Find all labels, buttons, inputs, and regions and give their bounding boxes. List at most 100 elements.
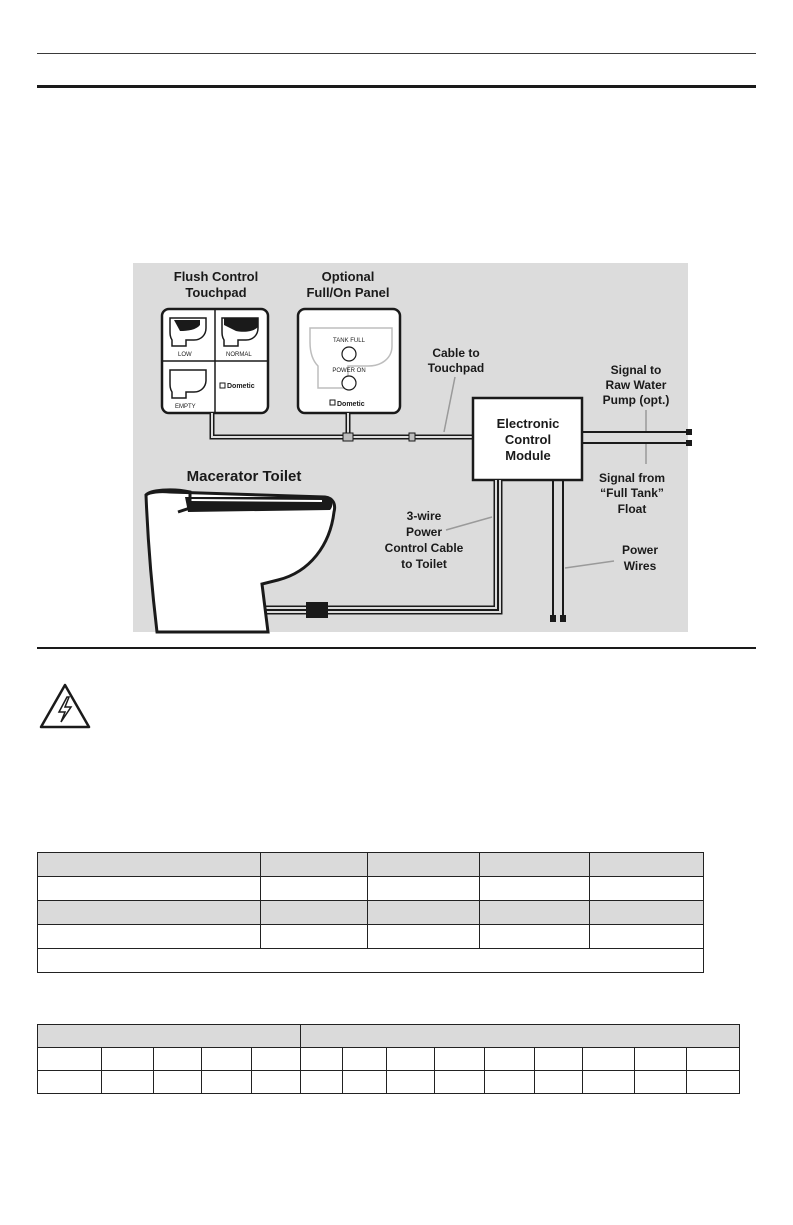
power-cable-label-3: Control Cable: [385, 541, 464, 555]
power-wires-label-1: Power: [622, 543, 658, 557]
section-rule: [37, 647, 756, 649]
table-cell: [37, 1070, 102, 1094]
power-cable-label-1: 3-wire: [407, 509, 442, 523]
table-cell: [582, 1070, 636, 1094]
table-cell: [479, 876, 591, 901]
full-on-panel: TANK FULL POWER ON Dometic: [296, 307, 402, 415]
table-cell: [259, 876, 369, 901]
table-cell: [341, 1070, 388, 1094]
table-cell: [589, 900, 704, 925]
table-cell: [37, 852, 261, 877]
table-cell: [582, 1047, 636, 1071]
table-cell: [685, 1047, 741, 1071]
table-cell: [367, 876, 481, 901]
table-cell: [634, 1047, 687, 1071]
table-cell: [200, 1047, 252, 1071]
table-cell: [100, 1047, 154, 1071]
cable-touchpad-leader: [443, 376, 456, 433]
touchpad-brand: Dometic: [227, 383, 255, 390]
module-label-2: Control: [505, 432, 551, 447]
power-on-indicator-icon: [341, 375, 357, 391]
module-label-3: Module: [505, 448, 551, 463]
table-cell: [37, 876, 261, 901]
power-cable-leader: [445, 516, 493, 531]
header-rule-thick: [37, 85, 756, 88]
table-cell: [434, 1047, 486, 1071]
signal-wires: [582, 429, 692, 446]
table-cell: [534, 1070, 584, 1094]
power-wires-label-2: Wires: [624, 559, 657, 573]
table-cell: [589, 852, 704, 877]
signal-float-label-3: Float: [618, 502, 647, 516]
power-wires: [550, 480, 566, 622]
table-cell: [479, 900, 591, 925]
table-cell: [685, 1070, 741, 1094]
table-cell: [479, 924, 591, 949]
touchpad-title-2: Touchpad: [185, 285, 246, 300]
table-cell: [299, 1070, 343, 1094]
table-cell: [37, 948, 704, 973]
module-label-1: Electronic: [497, 416, 560, 431]
touchpad-empty-label: EMPTY: [175, 404, 196, 410]
touchpad-cable: [209, 413, 473, 442]
panel-brand: Dometic: [337, 401, 365, 408]
table-cell: [259, 852, 369, 877]
table-row: [37, 948, 704, 973]
table-row: [37, 1047, 741, 1071]
spec-table-1: [37, 852, 704, 973]
table-cell: [367, 852, 481, 877]
table-cell: [299, 1047, 343, 1071]
cable-touchpad-label-1: Cable to: [432, 346, 479, 360]
table-cell: [386, 1047, 436, 1071]
signal-pump-label-2: Raw Water: [606, 378, 667, 392]
table-cell: [259, 900, 369, 925]
table-cell: [484, 1047, 536, 1071]
table-row: [37, 1070, 741, 1094]
table-cell: [367, 900, 481, 925]
power-cable-label-4: to Toilet: [401, 557, 447, 571]
cable-touchpad-label-2: Touchpad: [428, 361, 484, 375]
table-cell: [479, 852, 591, 877]
signal-pump-label-3: Pump (opt.): [603, 393, 670, 407]
table-cell: [152, 1070, 202, 1094]
toilet-title: Macerator Toilet: [187, 468, 302, 485]
table-cell: [534, 1047, 584, 1071]
toilet-empty-icon: [169, 369, 207, 399]
table-row: [37, 924, 704, 949]
table-cell: [37, 1047, 102, 1071]
panel-tank-full-label: TANK FULL: [333, 338, 366, 344]
table-row: [37, 852, 704, 877]
table-cell: [386, 1070, 436, 1094]
touchpad-low-label: LOW: [178, 352, 192, 358]
flush-control-touchpad: LOW NORMAL EMPTY Dometic: [160, 307, 270, 415]
table-cell: [250, 1070, 301, 1094]
signal-float-label-1: Signal from: [599, 471, 665, 485]
table-cell: [152, 1047, 202, 1071]
table-cell: [367, 924, 481, 949]
table-cell: [100, 1070, 154, 1094]
electrical-hazard-icon: [39, 683, 91, 729]
table-cell: [484, 1070, 536, 1094]
power-wires-leader: [564, 560, 615, 569]
touchpad-normal-label: NORMAL: [226, 352, 252, 358]
electronic-control-module: [471, 396, 584, 482]
wiring-diagram: Flush Control Touchpad LOW NORMAL EMPTY …: [133, 263, 692, 634]
table-cell: [37, 924, 261, 949]
table-row: [37, 900, 704, 925]
table-cell: [434, 1070, 486, 1094]
toilet-normal-icon: [221, 317, 259, 347]
table-cell: [250, 1047, 301, 1071]
macerator-toilet-icon: [144, 488, 337, 634]
table-cell: [299, 1024, 741, 1048]
table-row: [37, 1024, 741, 1048]
toilet-low-icon: [169, 317, 207, 347]
signal-float-label-2: “Full Tank”: [600, 486, 664, 500]
dometic-logo-icon: [219, 382, 226, 389]
panel-power-on-label: POWER ON: [332, 368, 365, 374]
table-cell: [259, 924, 369, 949]
table-cell: [200, 1070, 252, 1094]
table-cell: [37, 1024, 301, 1048]
table-cell: [341, 1047, 388, 1071]
power-control-cable: [262, 480, 503, 618]
table-cell: [37, 900, 261, 925]
